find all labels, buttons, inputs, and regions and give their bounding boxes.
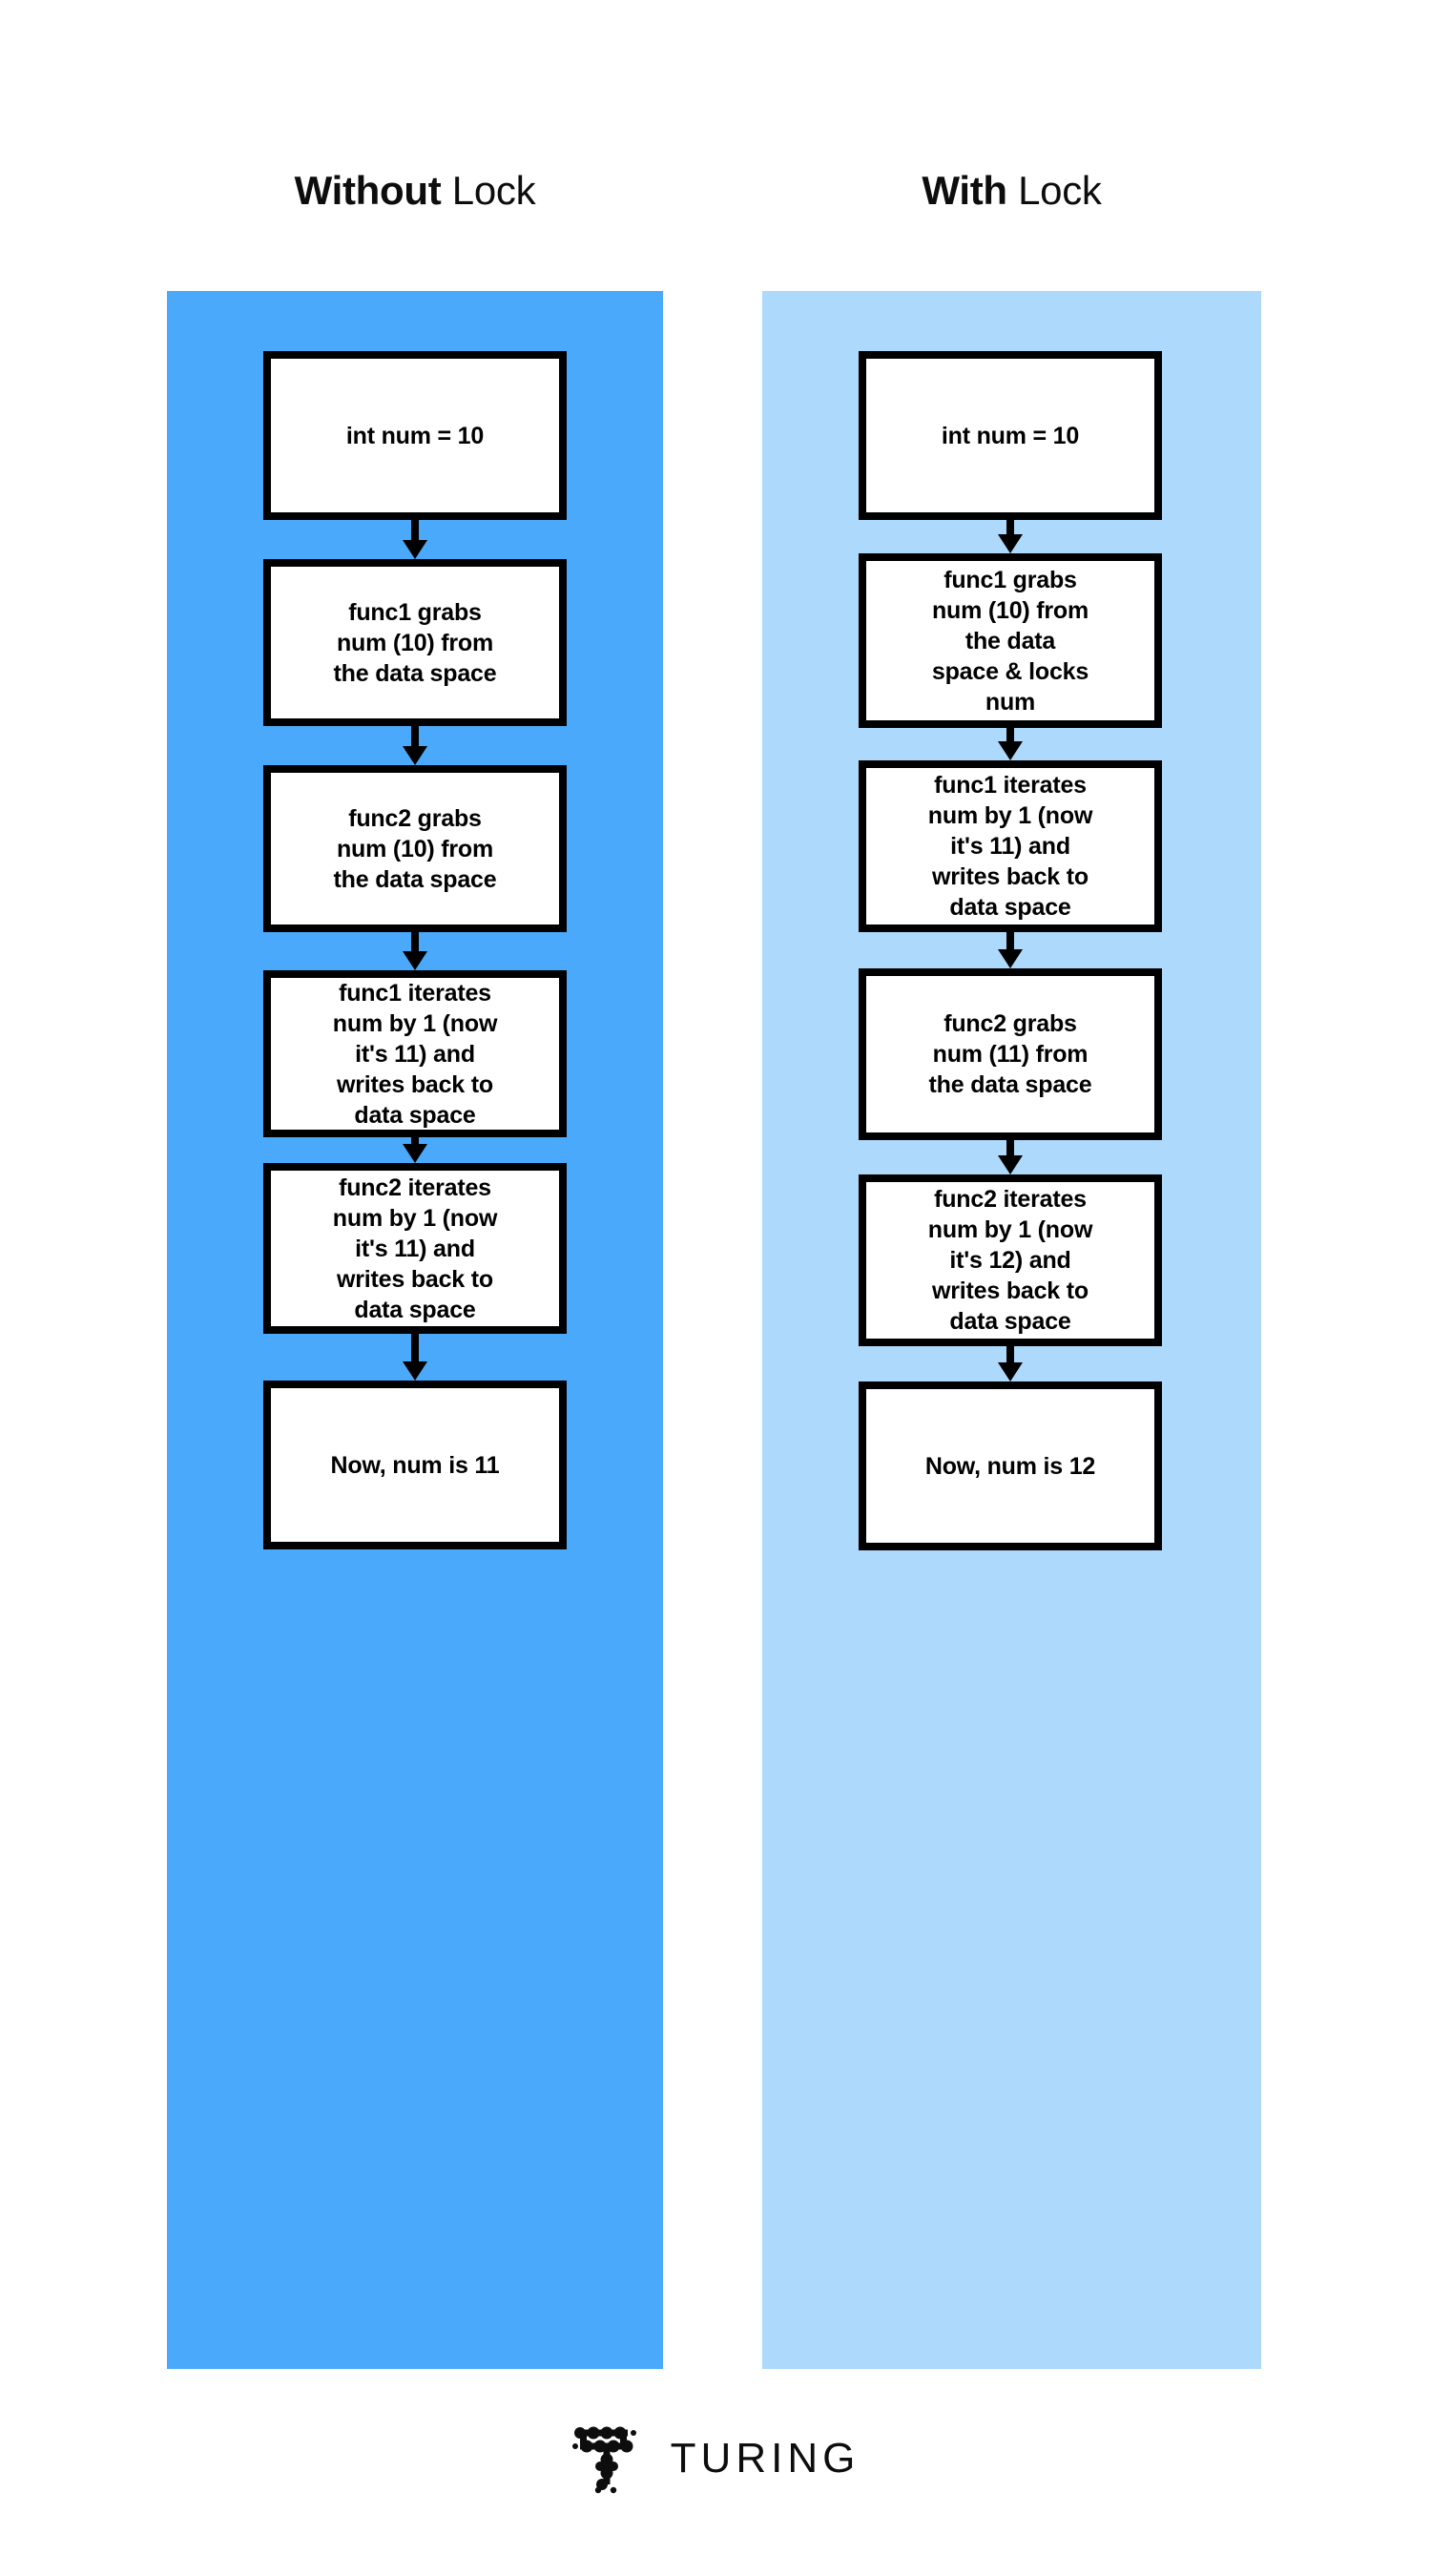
flow-arrow-down-icon (998, 1140, 1023, 1174)
arrow-shaft (1006, 1346, 1014, 1364)
titles-row: Without Lock With Lock (0, 164, 1431, 231)
flow-node: func1 iterates num by 1 (now it's 11) an… (263, 970, 567, 1137)
arrow-shaft (1006, 1140, 1014, 1157)
flow-node: func2 iterates num by 1 (now it's 11) an… (263, 1163, 567, 1334)
flow-node-text: func2 grabs num (10) from the data space (333, 804, 497, 893)
flow-node-text: func1 iterates num by 1 (now it's 11) an… (927, 772, 1093, 921)
flow-arrow-down-icon (403, 520, 427, 559)
arrow-head (998, 949, 1023, 968)
footer-brand: TURING (0, 2423, 1431, 2494)
flow-node-text: Now, num is 11 (330, 1451, 500, 1479)
flow-node-text: func2 iterates num by 1 (now it's 12) an… (927, 1186, 1093, 1335)
flow-node-text: int num = 10 (941, 422, 1080, 449)
flow-node: func1 grabs num (10) from the data space… (859, 553, 1162, 728)
arrow-head (998, 1362, 1023, 1381)
flow-arrow-down-icon (998, 932, 1023, 968)
flow-node: int num = 10 (263, 351, 567, 520)
flow-arrow-down-icon (403, 1334, 427, 1381)
flow-arrow-down-icon (403, 1137, 427, 1163)
flow-node: Now, num is 12 (859, 1381, 1162, 1550)
flow-node: func1 grabs num (10) from the data space (263, 559, 567, 726)
arrow-shaft (1006, 932, 1014, 951)
flow-arrow-down-icon (998, 520, 1023, 553)
brand-wordmark: TURING (670, 2435, 861, 2482)
arrow-head (403, 540, 427, 559)
arrow-head (998, 534, 1023, 553)
column-title-without-lock: Without Lock (167, 164, 663, 218)
flow-node: func2 grabs num (10) from the data space (263, 765, 567, 932)
flow-arrow-down-icon (403, 726, 427, 765)
arrow-shaft (1006, 728, 1014, 743)
column-title-with-lock: With Lock (762, 164, 1261, 218)
arrow-head (998, 1155, 1023, 1174)
title-light-lock-2: Lock (1006, 168, 1102, 213)
flow-node-text: func2 grabs num (11) from the data space (928, 1010, 1092, 1098)
arrow-shaft (1006, 520, 1014, 536)
panel-without-lock: int num = 10 func1 grabs num (10) from t… (167, 291, 663, 2369)
arrow-head (403, 746, 427, 765)
flow-arrow-down-icon (998, 1346, 1023, 1381)
flow-node-text: func1 iterates num by 1 (now it's 11) an… (332, 979, 498, 1129)
title-bold-with: With (922, 168, 1007, 213)
arrow-head (403, 1361, 427, 1381)
flow-arrow-down-icon (998, 728, 1023, 760)
arrow-shaft (411, 932, 419, 953)
panel-with-lock: int num = 10 func1 grabs num (10) from t… (762, 291, 1261, 2369)
arrow-shaft (411, 520, 419, 542)
flow-node: Now, num is 11 (263, 1381, 567, 1549)
title-light-lock: Lock (441, 168, 536, 213)
flow-node: func1 iterates num by 1 (now it's 11) an… (859, 760, 1162, 932)
flow-node-text: Now, num is 12 (924, 1452, 1096, 1480)
flow-node: int num = 10 (859, 351, 1162, 520)
arrow-head (403, 951, 427, 970)
flow-column-without-lock: int num = 10 func1 grabs num (10) from t… (167, 291, 663, 2369)
flow-node-text: func1 grabs num (10) from the data space… (931, 566, 1089, 716)
arrow-shaft (411, 1334, 419, 1363)
flow-node: func2 grabs num (11) from the data space (859, 968, 1162, 1140)
flow-node-text: int num = 10 (345, 422, 485, 449)
flow-node-text: func2 iterates num by 1 (now it's 11) an… (332, 1174, 498, 1323)
arrow-shaft (411, 726, 419, 748)
turing-dot-t-logo-icon (571, 2426, 636, 2494)
arrow-shaft (411, 1137, 419, 1146)
title-bold-without: Without (294, 168, 442, 213)
flow-node-text: func1 grabs num (10) from the data space (333, 598, 497, 687)
flow-arrow-down-icon (403, 932, 427, 970)
arrow-head (403, 1144, 427, 1163)
flow-column-with-lock: int num = 10 func1 grabs num (10) from t… (762, 291, 1261, 2369)
arrow-head (998, 741, 1023, 760)
flow-node: func2 iterates num by 1 (now it's 12) an… (859, 1174, 1162, 1346)
